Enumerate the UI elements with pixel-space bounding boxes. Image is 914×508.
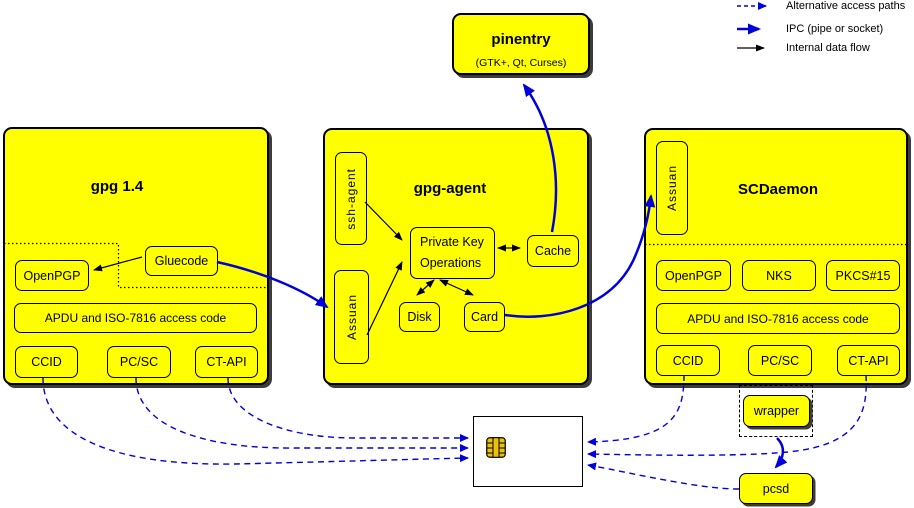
gpgagent-sshagent-label: ssh-agent	[344, 167, 358, 230]
dashed-gpg14-ctapi-to-card	[227, 377, 469, 442]
arrow-wrapper-to-pcsd	[774, 437, 788, 469]
gpgagent-cache-node: Cache	[527, 235, 579, 267]
gpg14-ctapi-node: CT-API	[195, 346, 258, 378]
wrapper-node: wrapper	[743, 395, 810, 427]
gpg14-gluecode-node: Gluecode	[145, 246, 218, 276]
scdaemon-assuan-label: Assuan	[665, 164, 679, 212]
pko-line1: Private Key	[420, 235, 484, 249]
scdaemon-assuan-node: Assuan	[656, 141, 688, 235]
scdaemon-apdu-node: APDU and ISO-7816 access code	[656, 303, 900, 334]
scdaemon-pkcs15-node: PKCS#15	[826, 260, 900, 291]
gpg14-apdu-node: APDU and ISO-7816 access code	[14, 303, 257, 333]
gpgagent-assuan-label: Assuan	[344, 293, 359, 341]
scdaemon-nks-node: NKS	[742, 260, 816, 291]
dashed-gpg14-ccid-to-card	[42, 377, 469, 465]
scdaemon-ctapi-node: CT-API	[837, 345, 900, 376]
gpgagent-sshagent-node: ssh-agent	[335, 152, 367, 245]
scdaemon-box: SCDaemon Assuan OpenPGP NKS PKCS#15 APDU…	[644, 128, 908, 385]
pko-line2: Operations	[420, 256, 482, 270]
gpgagent-title: gpg-agent	[413, 180, 487, 197]
scdaemon-openpgp-node: OpenPGP	[656, 260, 731, 291]
gpg14-openpgp-node: OpenPGP	[15, 260, 89, 291]
gpgagent-assuan-node: Assuan	[334, 270, 369, 364]
dashed-scdaemon-ctapi-to-card	[587, 374, 867, 459]
dashed-scdaemon-ccid-to-card	[587, 374, 685, 446]
legend-internal-label: Internal data flow	[786, 42, 870, 54]
pinentry-subtitle: (GTK+, Qt, Curses)	[475, 57, 567, 69]
gpgagent-card-node: Card	[464, 302, 505, 332]
gpgagent-private-key-operations-node: Private Key Operations	[410, 227, 495, 279]
gpg14-box: gpg 1.4 OpenPGP Gluecode APDU and ISO-78…	[3, 127, 269, 385]
scdaemon-title: SCDaemon	[737, 181, 819, 198]
legend-alternative-label: Alternative access paths	[786, 0, 906, 12]
gpgagent-box: gpg-agent ssh-agent Assuan Private Key O…	[323, 128, 589, 385]
smartcard-chip-icon	[486, 437, 506, 458]
scdaemon-pcsc-node: PC/SC	[748, 345, 812, 376]
gpgagent-disk-node: Disk	[399, 302, 440, 332]
pcsd-node: pcsd	[739, 473, 813, 504]
smartcard-box	[473, 416, 583, 487]
legend-ipc-label: IPC (pipe or socket)	[786, 23, 884, 35]
scdaemon-ccid-node: CCID	[656, 345, 720, 376]
pinentry-title: pinentry	[491, 31, 551, 48]
gpg14-ccid-node: CCID	[15, 346, 78, 378]
dashed-gpg14-pcsc-to-card	[135, 377, 469, 452]
gpg14-title: gpg 1.4	[90, 178, 144, 195]
pinentry-box: pinentry (GTK+, Qt, Curses)	[452, 13, 590, 75]
gpg14-pcsc-node: PC/SC	[107, 346, 171, 378]
dashed-pcsd-to-card	[587, 462, 740, 490]
